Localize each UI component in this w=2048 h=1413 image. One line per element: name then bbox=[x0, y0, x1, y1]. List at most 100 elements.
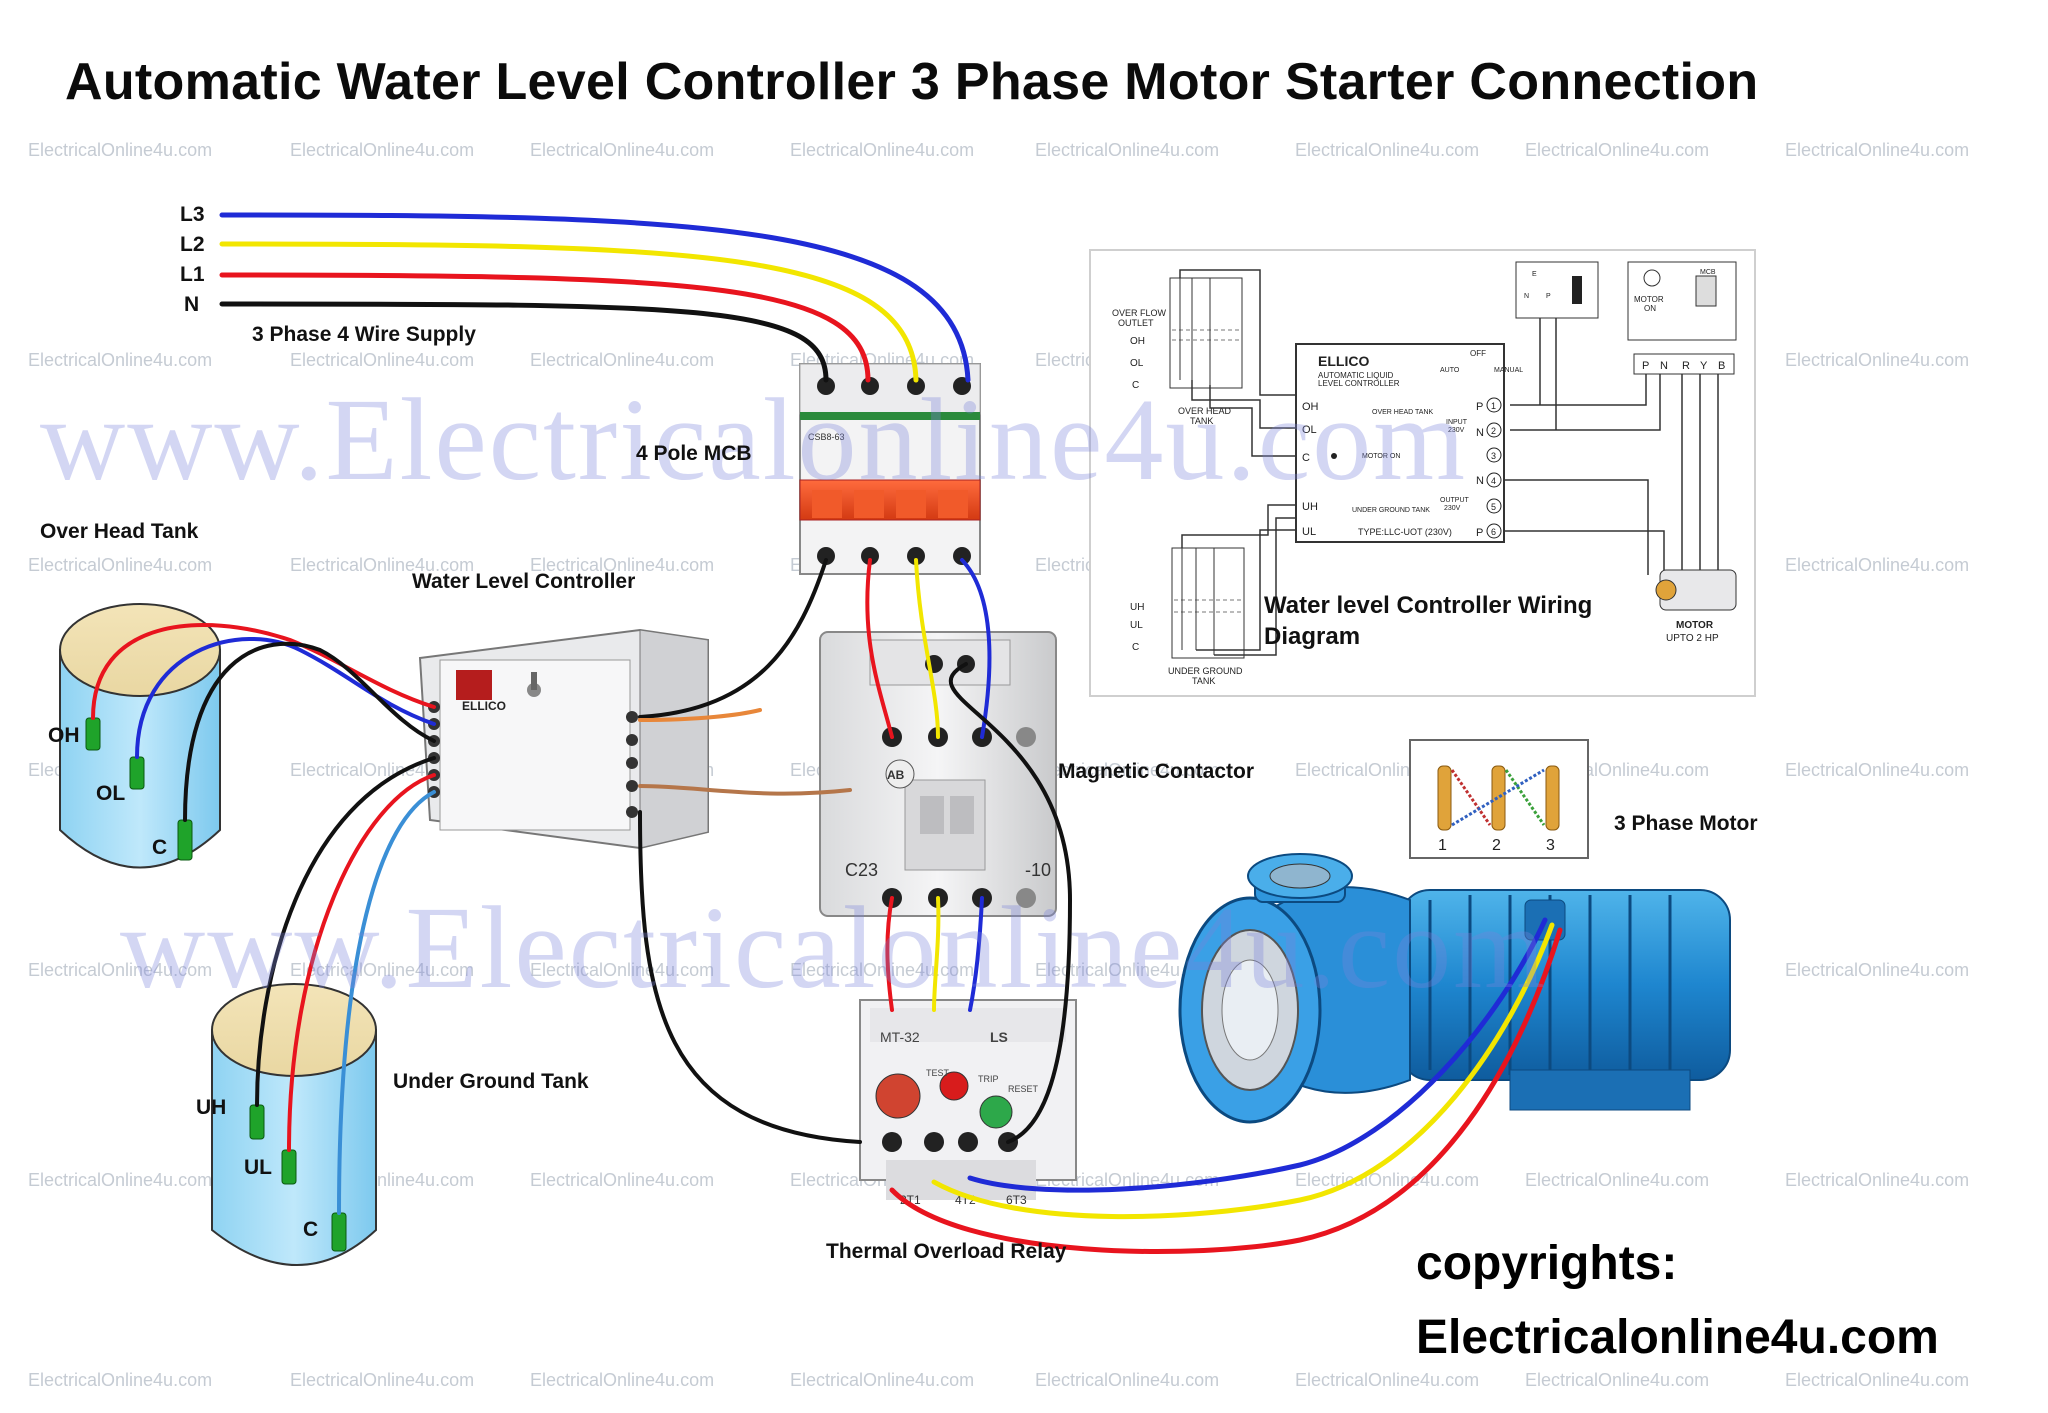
probe-oh: OH bbox=[48, 724, 80, 747]
watermark-text: ElectricalOnline4u.com bbox=[530, 1170, 715, 1190]
watermark-top: www.Electricalonline4u.com bbox=[40, 374, 1468, 505]
watermark-text: ElectricalOnline4u.com bbox=[28, 140, 213, 160]
probe-uh: UH bbox=[196, 1096, 227, 1119]
inset-side-oh: OH bbox=[1130, 336, 1145, 347]
label-magnetic-contactor: Magnetic Contactor bbox=[1058, 760, 1255, 783]
watermark-bottom: www.Electricalonline4u.com bbox=[120, 882, 1548, 1013]
watermark-text: ElectricalOnline4u.com bbox=[28, 350, 213, 370]
inset-inner-oh: OVER HEAD TANK bbox=[1372, 409, 1434, 416]
motor-terminal-1: 1 bbox=[1438, 837, 1447, 854]
overload-test: TEST bbox=[926, 1068, 950, 1078]
watermark-text: ElectricalOnline4u.com bbox=[1035, 960, 1220, 980]
inset-title-1: Water level Controller Wiring bbox=[1264, 592, 1593, 619]
supply-wires bbox=[219, 212, 971, 383]
inset-num-1: 1 bbox=[1491, 401, 1496, 411]
probe-ol: OL bbox=[96, 782, 126, 805]
overload-model: MT-32 bbox=[880, 1029, 920, 1045]
watermark-text: ElectricalOnline4u.com bbox=[790, 140, 975, 160]
watermark-text: ElectricalOnline4u.com bbox=[1785, 140, 1970, 160]
inset-sw-p: P bbox=[1546, 293, 1551, 300]
inset-sw-e: E bbox=[1532, 271, 1537, 278]
inset-right-p6: P bbox=[1476, 527, 1483, 539]
overload-reset: RESET bbox=[1008, 1084, 1039, 1094]
label-three-phase-motor: 3 Phase Motor bbox=[1614, 812, 1758, 835]
watermark-text: ElectricalOnline4u.com bbox=[1785, 760, 1970, 780]
inset-wiring-diagram: OVER FLOW OUTLET OH OL C OVER HEAD TANK … bbox=[1089, 249, 1756, 697]
control-wires bbox=[91, 558, 1563, 1254]
inset-overflow-2: OUTLET bbox=[1118, 318, 1154, 328]
three-phase-motor bbox=[1178, 853, 1731, 1124]
watermark-text: ElectricalOnline4u.com bbox=[1525, 1170, 1710, 1190]
watermark-text: ElectricalOnline4u.com bbox=[1035, 140, 1220, 160]
inset-term-uh: UH bbox=[1302, 501, 1318, 513]
inset-subtitle-2: LEVEL CONTROLLER bbox=[1318, 379, 1400, 388]
page-title: Automatic Water Level Controller 3 Phase… bbox=[65, 53, 1759, 111]
inset-ohtank-2: TANK bbox=[1190, 416, 1213, 426]
overload-brand: LS bbox=[990, 1029, 1008, 1045]
copyright-label: copyrights: bbox=[1416, 1237, 1678, 1290]
watermark-text: ElectricalOnline4u.com bbox=[1785, 555, 1970, 575]
label-overhead-tank: Over Head Tank bbox=[40, 520, 199, 543]
watermark-text: ElectricalOnline4u.com bbox=[530, 140, 715, 160]
watermark-text: ElectricalOnline4u.com bbox=[530, 350, 715, 370]
inset-manual: MANUAL bbox=[1494, 367, 1523, 374]
watermark-text: ElectricalOnline4u.com bbox=[290, 1370, 475, 1390]
inset-ugtank-1: UNDER GROUND bbox=[1168, 666, 1243, 676]
label-l1: L1 bbox=[180, 263, 205, 286]
inset-motor-2: UPTO 2 HP bbox=[1666, 633, 1719, 644]
inset-right-p1: P bbox=[1476, 401, 1483, 413]
inset-mcb-y: Y bbox=[1700, 360, 1708, 372]
supply-caption: 3 Phase 4 Wire Supply bbox=[252, 323, 476, 346]
label-mcb: 4 Pole MCB bbox=[636, 442, 752, 465]
watermark-text: ElectricalOnline4u.com bbox=[1035, 760, 1220, 780]
inset-term-c: C bbox=[1302, 452, 1310, 464]
watermark-text: ElectricalOnline4u.com bbox=[1525, 140, 1710, 160]
watermark-text: ElectricalOnline4u.com bbox=[1525, 1370, 1710, 1390]
label-n: N bbox=[184, 293, 200, 316]
watermark-text: ElectricalOnline4u.com bbox=[1295, 140, 1480, 160]
probe-c-top: C bbox=[152, 836, 168, 859]
inset-side-ul: UL bbox=[1130, 620, 1143, 631]
watermark-text: ElectricalOnline4u.com bbox=[1785, 960, 1970, 980]
inset-motor-1: MOTOR bbox=[1676, 620, 1714, 631]
four-pole-mcb: CSB8-63 bbox=[799, 363, 981, 575]
inset-subtitle-1: AUTOMATIC LIQUID bbox=[1318, 371, 1393, 380]
inset-inner-ug: UNDER GROUND TANK bbox=[1352, 507, 1430, 514]
watermark-text: ElectricalOnline4u.com bbox=[790, 960, 975, 980]
probe-ul: UL bbox=[244, 1156, 272, 1179]
inset-num-3: 3 bbox=[1491, 451, 1496, 461]
inset-output-1: OUTPUT bbox=[1440, 497, 1470, 504]
inset-ugtank-2: TANK bbox=[1192, 676, 1215, 686]
inset-inner-motor: MOTOR ON bbox=[1362, 453, 1400, 460]
watermark-text: ElectricalOnline4u.com bbox=[290, 140, 475, 160]
copyright-site: Electricalonline4u.com bbox=[1416, 1311, 1939, 1364]
inset-ohtank-1: OVER HEAD bbox=[1178, 406, 1232, 416]
inset-num-5: 5 bbox=[1491, 502, 1496, 512]
underground-tank bbox=[211, 983, 377, 1266]
watermark-text: ElectricalOnline4u.com bbox=[790, 1370, 975, 1390]
contactor-brand: AB bbox=[887, 768, 905, 782]
inset-num-6: 6 bbox=[1491, 527, 1496, 537]
inset-term-oh: OH bbox=[1302, 401, 1319, 413]
inset-off: OFF bbox=[1470, 349, 1486, 358]
label-l3: L3 bbox=[180, 203, 205, 226]
inset-side-c-top: C bbox=[1132, 380, 1139, 391]
inset-motoron-2: ON bbox=[1644, 304, 1656, 313]
inset-mcb-n: N bbox=[1660, 360, 1668, 372]
inset-type: TYPE:LLC-UOT (230V) bbox=[1358, 527, 1452, 537]
inset-mcb: MCB bbox=[1700, 269, 1716, 276]
inset-input-2: 230V bbox=[1448, 427, 1465, 434]
contactor-model: C23 bbox=[845, 860, 878, 880]
watermark-text: ElectricalOnline4u.com bbox=[28, 960, 213, 980]
label-water-level-controller: Water Level Controller bbox=[412, 570, 636, 593]
inset-input-1: INPUT bbox=[1446, 419, 1468, 426]
inset-brand: ELLICO bbox=[1318, 353, 1369, 369]
inset-right-n2: N bbox=[1476, 427, 1484, 439]
motor-terminal-2: 2 bbox=[1492, 837, 1501, 854]
inset-overflow-1: OVER FLOW bbox=[1112, 308, 1167, 318]
inset-mcb-b: B bbox=[1718, 360, 1725, 372]
water-level-controller: ELLICO bbox=[418, 628, 709, 850]
overload-terminal-3: 6T3 bbox=[1006, 1193, 1027, 1207]
